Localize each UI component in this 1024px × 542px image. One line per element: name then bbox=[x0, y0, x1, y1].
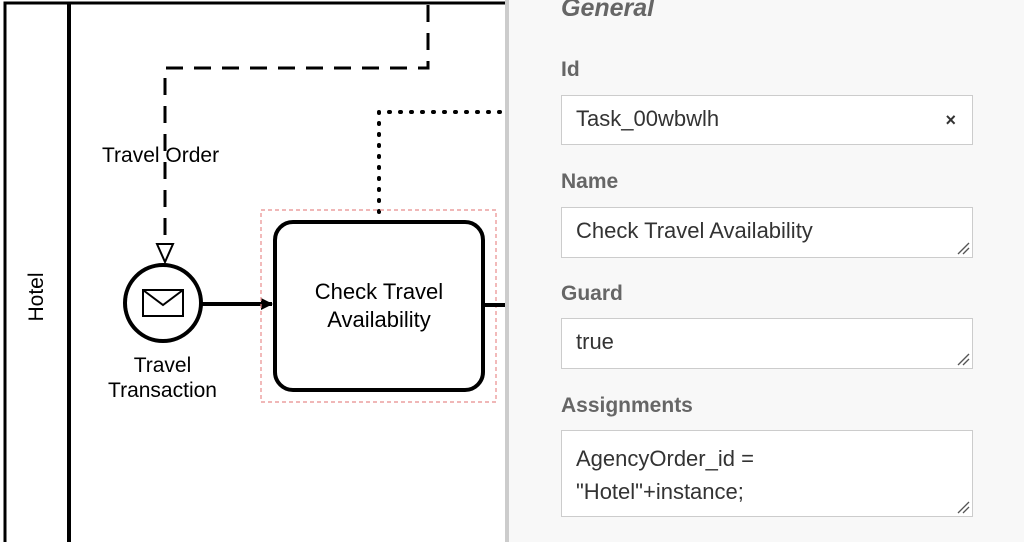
start-event-message[interactable] bbox=[123, 263, 203, 343]
resize-grip-icon[interactable] bbox=[956, 500, 970, 514]
guard-label: Guard bbox=[561, 282, 623, 305]
start-event-label: Travel Transaction bbox=[108, 354, 217, 402]
assignments-textarea[interactable]: AgencyOrder_id = "Hotel"+instance; bbox=[561, 430, 973, 517]
assignments-value-line-1: AgencyOrder_id = bbox=[576, 446, 754, 471]
resize-grip-icon[interactable] bbox=[956, 352, 970, 366]
name-textarea[interactable]: Check Travel Availability bbox=[561, 207, 973, 258]
name-label: Name bbox=[561, 170, 619, 193]
section-title-general: General bbox=[561, 0, 655, 22]
id-label: Id bbox=[561, 58, 580, 81]
association-dotted[interactable] bbox=[377, 110, 505, 214]
assignments-label: Assignments bbox=[561, 394, 693, 417]
message-flow-arrowhead-icon bbox=[155, 243, 175, 265]
guard-textarea[interactable]: true bbox=[561, 318, 973, 369]
envelope-icon bbox=[142, 289, 184, 317]
assignments-value-line-2: "Hotel"+instance; bbox=[576, 479, 744, 504]
message-flow-travel-order[interactable] bbox=[163, 5, 430, 240]
id-input[interactable]: Task_00wbwlh × bbox=[561, 95, 973, 145]
lane-label-hotel: Hotel bbox=[25, 272, 48, 322]
name-value: Check Travel Availability bbox=[576, 218, 813, 243]
clear-icon[interactable]: × bbox=[945, 110, 956, 130]
resize-grip-icon[interactable] bbox=[956, 241, 970, 255]
bpmn-canvas[interactable]: Hotel Travel Order Travel Transaction Ch… bbox=[0, 0, 505, 542]
message-flow-label: Travel Order bbox=[102, 144, 220, 167]
diagram-svg bbox=[3, 1, 505, 542]
task-label: Check Travel Availability bbox=[314, 279, 444, 332]
id-value: Task_00wbwlh bbox=[576, 106, 720, 131]
properties-panel: General Id Task_00wbwlh × Name Check Tra… bbox=[505, 0, 1024, 542]
pool[interactable] bbox=[3, 1, 505, 542]
guard-value: true bbox=[576, 329, 614, 354]
